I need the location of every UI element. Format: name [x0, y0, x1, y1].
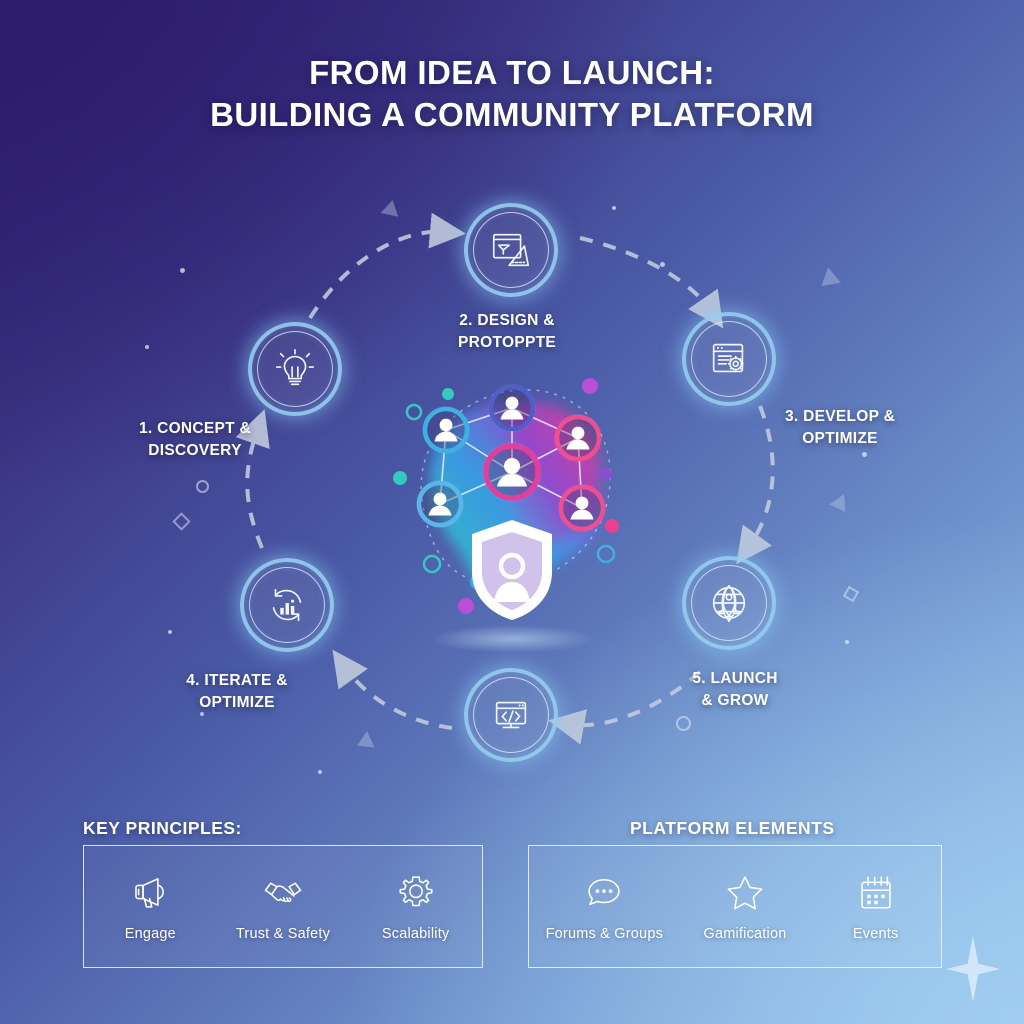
wireframe-ruler-icon	[492, 233, 530, 267]
avatar	[482, 442, 542, 502]
shield-user-icon	[466, 516, 558, 624]
element-label: Events	[852, 926, 899, 942]
element-label: Forums & Groups	[545, 926, 664, 942]
star-icon	[727, 876, 763, 910]
circle-decoration	[196, 480, 209, 493]
step-label-concept: 1. CONCEPT & DISCOVERY	[138, 420, 252, 459]
principle-label: Trust & Safety	[235, 926, 331, 942]
avatar	[416, 480, 464, 528]
step-label-develop: 3. DEVELOP & OPTIMIZE	[784, 408, 896, 447]
browser-gear-icon	[712, 343, 744, 373]
circle-decoration	[676, 716, 691, 731]
cycle-node-code[interactable]	[464, 668, 558, 762]
principle-item-engage[interactable]: Engage	[90, 871, 210, 942]
platform-elements-panel: Forums & Groups Gamification Events	[528, 845, 942, 968]
gear-icon	[399, 876, 433, 907]
handshake-icon	[264, 882, 302, 903]
megaphone-icon	[135, 878, 165, 908]
chat-bubble-icon	[588, 878, 620, 906]
key-principles-heading: KEY PRINCIPLES:	[83, 818, 242, 838]
calendar-icon	[860, 876, 891, 909]
cycle-node-develop[interactable]	[682, 312, 776, 406]
step-label-design: 2. DESIGN & PROTOPPTE	[457, 312, 557, 351]
node-inner	[249, 567, 325, 643]
cycle-node-iterate[interactable]	[240, 558, 334, 652]
cycle-node-concept[interactable]	[248, 322, 342, 416]
element-item-gamification[interactable]: Gamification	[685, 871, 805, 942]
node-inner	[473, 212, 549, 288]
principle-label: Scalability	[381, 926, 450, 942]
principle-item-scalability[interactable]: Scalability	[356, 871, 476, 942]
analytics-refresh-icon	[272, 588, 302, 622]
avatar	[488, 384, 536, 432]
cycle-node-launch[interactable]	[682, 556, 776, 650]
rocket-globe-icon	[712, 584, 746, 623]
node-inner	[691, 565, 767, 641]
avatar	[422, 406, 470, 454]
avatar	[558, 484, 606, 532]
key-principles-panel: Engage Trust & Safety Scalability	[83, 845, 483, 968]
element-item-forums-groups[interactable]: Forums & Groups	[534, 871, 674, 942]
cycle-node-design[interactable]	[464, 203, 558, 297]
node-inner	[691, 321, 767, 397]
node-inner	[257, 331, 333, 407]
code-monitor-icon	[495, 701, 527, 729]
title-line-1: FROM IDEA TO LAUNCH:	[309, 54, 715, 91]
principle-label: Engage	[124, 926, 176, 942]
step-label-launch: 5. LAUNCH & GROW	[692, 670, 778, 709]
element-label: Gamification	[703, 926, 787, 942]
principle-item-trust-safety[interactable]: Trust & Safety	[223, 871, 343, 942]
platform-elements-heading: PLATFORM ELEMENTS	[630, 818, 835, 838]
center-glow	[430, 625, 595, 653]
node-inner	[473, 677, 549, 753]
element-item-events[interactable]: Events	[816, 871, 936, 942]
lightbulb-icon	[275, 349, 315, 386]
title-line-2: BUILDING A COMMUNITY PLATFORM	[210, 96, 814, 134]
avatar	[554, 414, 602, 462]
community-network-graphic	[392, 368, 632, 628]
step-label-iterate: 4. ITERATE & OPTIMIZE	[186, 672, 288, 711]
page-title: FROM IDEA TO LAUNCH: BUILDING A COMMUNIT…	[0, 52, 1024, 136]
